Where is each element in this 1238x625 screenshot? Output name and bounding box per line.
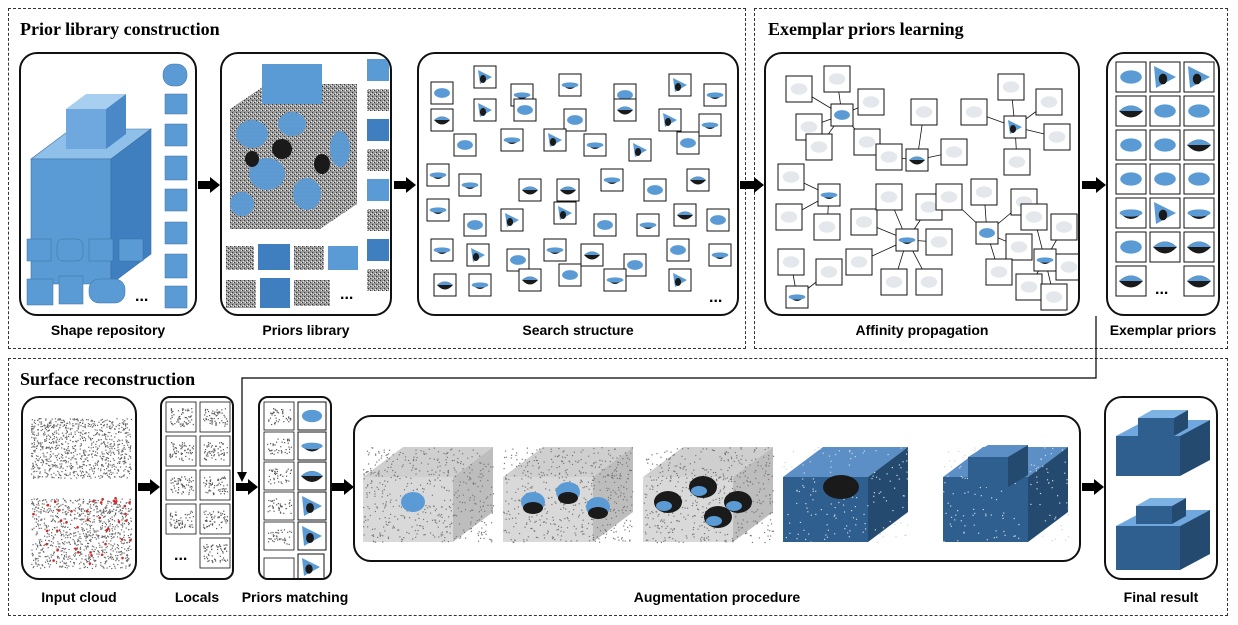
arrow-right-2: [394, 177, 416, 193]
priors-library-caption: Priors library: [262, 322, 350, 338]
final-result-image: [1116, 410, 1210, 570]
shape-repository-image: ...: [26, 63, 188, 309]
prior-library-section: [8, 8, 746, 349]
priors-matching-image: ::: [263, 401, 327, 578]
priors-matching-caption: Priors matching: [241, 589, 349, 605]
search-structure-ellipsis: ...: [709, 289, 722, 306]
exemplar-priors-panel: ...: [1106, 52, 1220, 316]
priors-matching-panel: ::: [258, 396, 332, 580]
augmentation-procedure-panel: [353, 415, 1081, 562]
surface-reconstruction-title: Surface reconstruction: [20, 369, 196, 389]
connector-line: [237, 316, 1097, 482]
exemplar-learning-title: Exemplar priors learning: [768, 19, 964, 39]
priors-library-panel: ...: [220, 52, 392, 316]
arrow-right-7: [332, 479, 354, 495]
search-structure-caption: Search structure: [522, 322, 634, 338]
search-structure-image: ...: [426, 65, 732, 306]
locals-image: ...: [165, 401, 231, 569]
locals-ellipsis: ...: [174, 547, 187, 564]
affinity-propagation-image: ...: [775, 65, 1078, 311]
affinity-propagation-panel: ...: [764, 52, 1080, 316]
shape-repository-ellipsis: ...: [135, 288, 148, 305]
final-shape-top: [1116, 410, 1210, 476]
augmentation-procedure-image: [363, 445, 1070, 544]
final-result-caption: Final result: [1123, 589, 1199, 605]
surface-reconstruction-section: [8, 358, 1228, 616]
arrow-right-8: [1082, 479, 1104, 495]
prior-library-title: Prior library construction: [20, 19, 220, 39]
arrow-right-6: [236, 479, 258, 495]
locals-caption: Locals: [174, 589, 220, 605]
arrow-right-4: [1082, 177, 1106, 193]
input-cloud-panel: [21, 396, 137, 580]
shape-repository-panel: ...: [19, 52, 197, 316]
arrow-right-3: [740, 177, 764, 193]
search-structure-panel: ...: [417, 52, 739, 316]
arrow-right-5: [138, 479, 160, 495]
exemplar-ellipsis: ...: [1155, 281, 1168, 298]
input-cloud-caption: Input cloud: [41, 589, 117, 605]
affinity-propagation-caption: Affinity propagation: [855, 322, 989, 338]
locals-panel: ...: [160, 396, 234, 580]
priors-library-ellipsis: ...: [340, 286, 353, 303]
arrow-right-1: [198, 177, 220, 193]
priors-library-image: ...: [226, 59, 389, 308]
shape-repository-caption: Shape repository: [50, 322, 166, 338]
exemplar-priors-image: ...: [1115, 61, 1215, 298]
final-result-panel: [1104, 396, 1218, 580]
exemplar-priors-caption: Exemplar priors: [1109, 322, 1217, 338]
final-shape-bottom: [1116, 498, 1210, 570]
augmentation-procedure-caption: Augmentation procedure: [633, 589, 801, 605]
input-cloud-image: [31, 418, 133, 570]
